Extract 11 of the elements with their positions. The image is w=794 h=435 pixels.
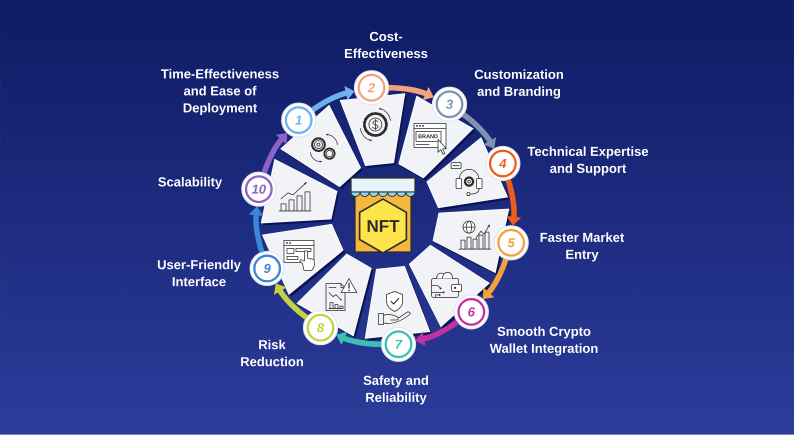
item-label: Safety and Reliability <box>364 375 428 405</box>
hexagon-badge: NFT <box>358 198 408 254</box>
item-label: Technical Expertise and Support <box>528 146 648 176</box>
item-label: Time-Effectiveness and Ease of Deployment <box>161 68 279 116</box>
item-label: Customization and Branding <box>474 69 563 99</box>
item-label: Faster Market Entry <box>540 232 624 262</box>
item-label: User-Friendly Interface <box>158 260 241 286</box>
item-label: Risk Reduction <box>241 340 303 366</box>
item-label: Scalability <box>158 176 222 190</box>
item-label: Cost- Effectiveness <box>344 32 428 58</box>
item-label: Smooth Crypto Wallet Integration <box>490 326 598 356</box>
